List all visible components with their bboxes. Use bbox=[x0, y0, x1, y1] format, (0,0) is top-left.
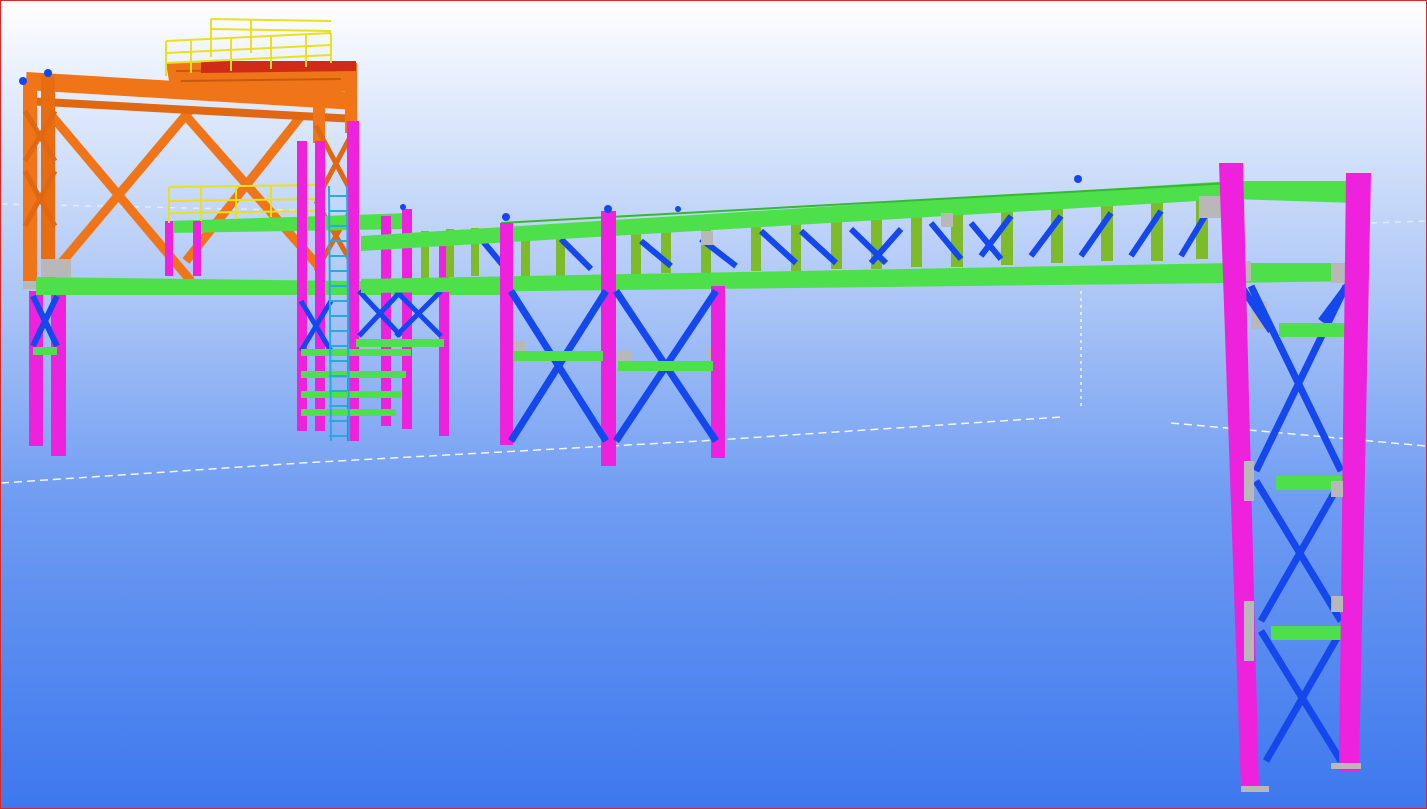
mid-handrail[interactable] bbox=[168, 184, 322, 223]
top-platform[interactable] bbox=[166, 61, 356, 93]
right-tower-struts[interactable] bbox=[1271, 323, 1349, 640]
truss-diagonals[interactable] bbox=[478, 204, 1214, 272]
tower-bracing[interactable] bbox=[298, 289, 443, 353]
top-handrail[interactable] bbox=[165, 18, 332, 76]
middle-tower-2[interactable] bbox=[613, 286, 725, 458]
truss-verticals[interactable] bbox=[421, 199, 1208, 279]
left-columns[interactable] bbox=[19, 69, 66, 456]
right-tower-bracing[interactable] bbox=[1228, 269, 1354, 763]
middle-tower-1[interactable] bbox=[500, 205, 616, 466]
right-tower-columns[interactable] bbox=[1219, 163, 1371, 792]
ladder[interactable] bbox=[328, 185, 350, 442]
grid-lines bbox=[1, 203, 1426, 484]
column-cap-markers bbox=[400, 175, 1082, 212]
